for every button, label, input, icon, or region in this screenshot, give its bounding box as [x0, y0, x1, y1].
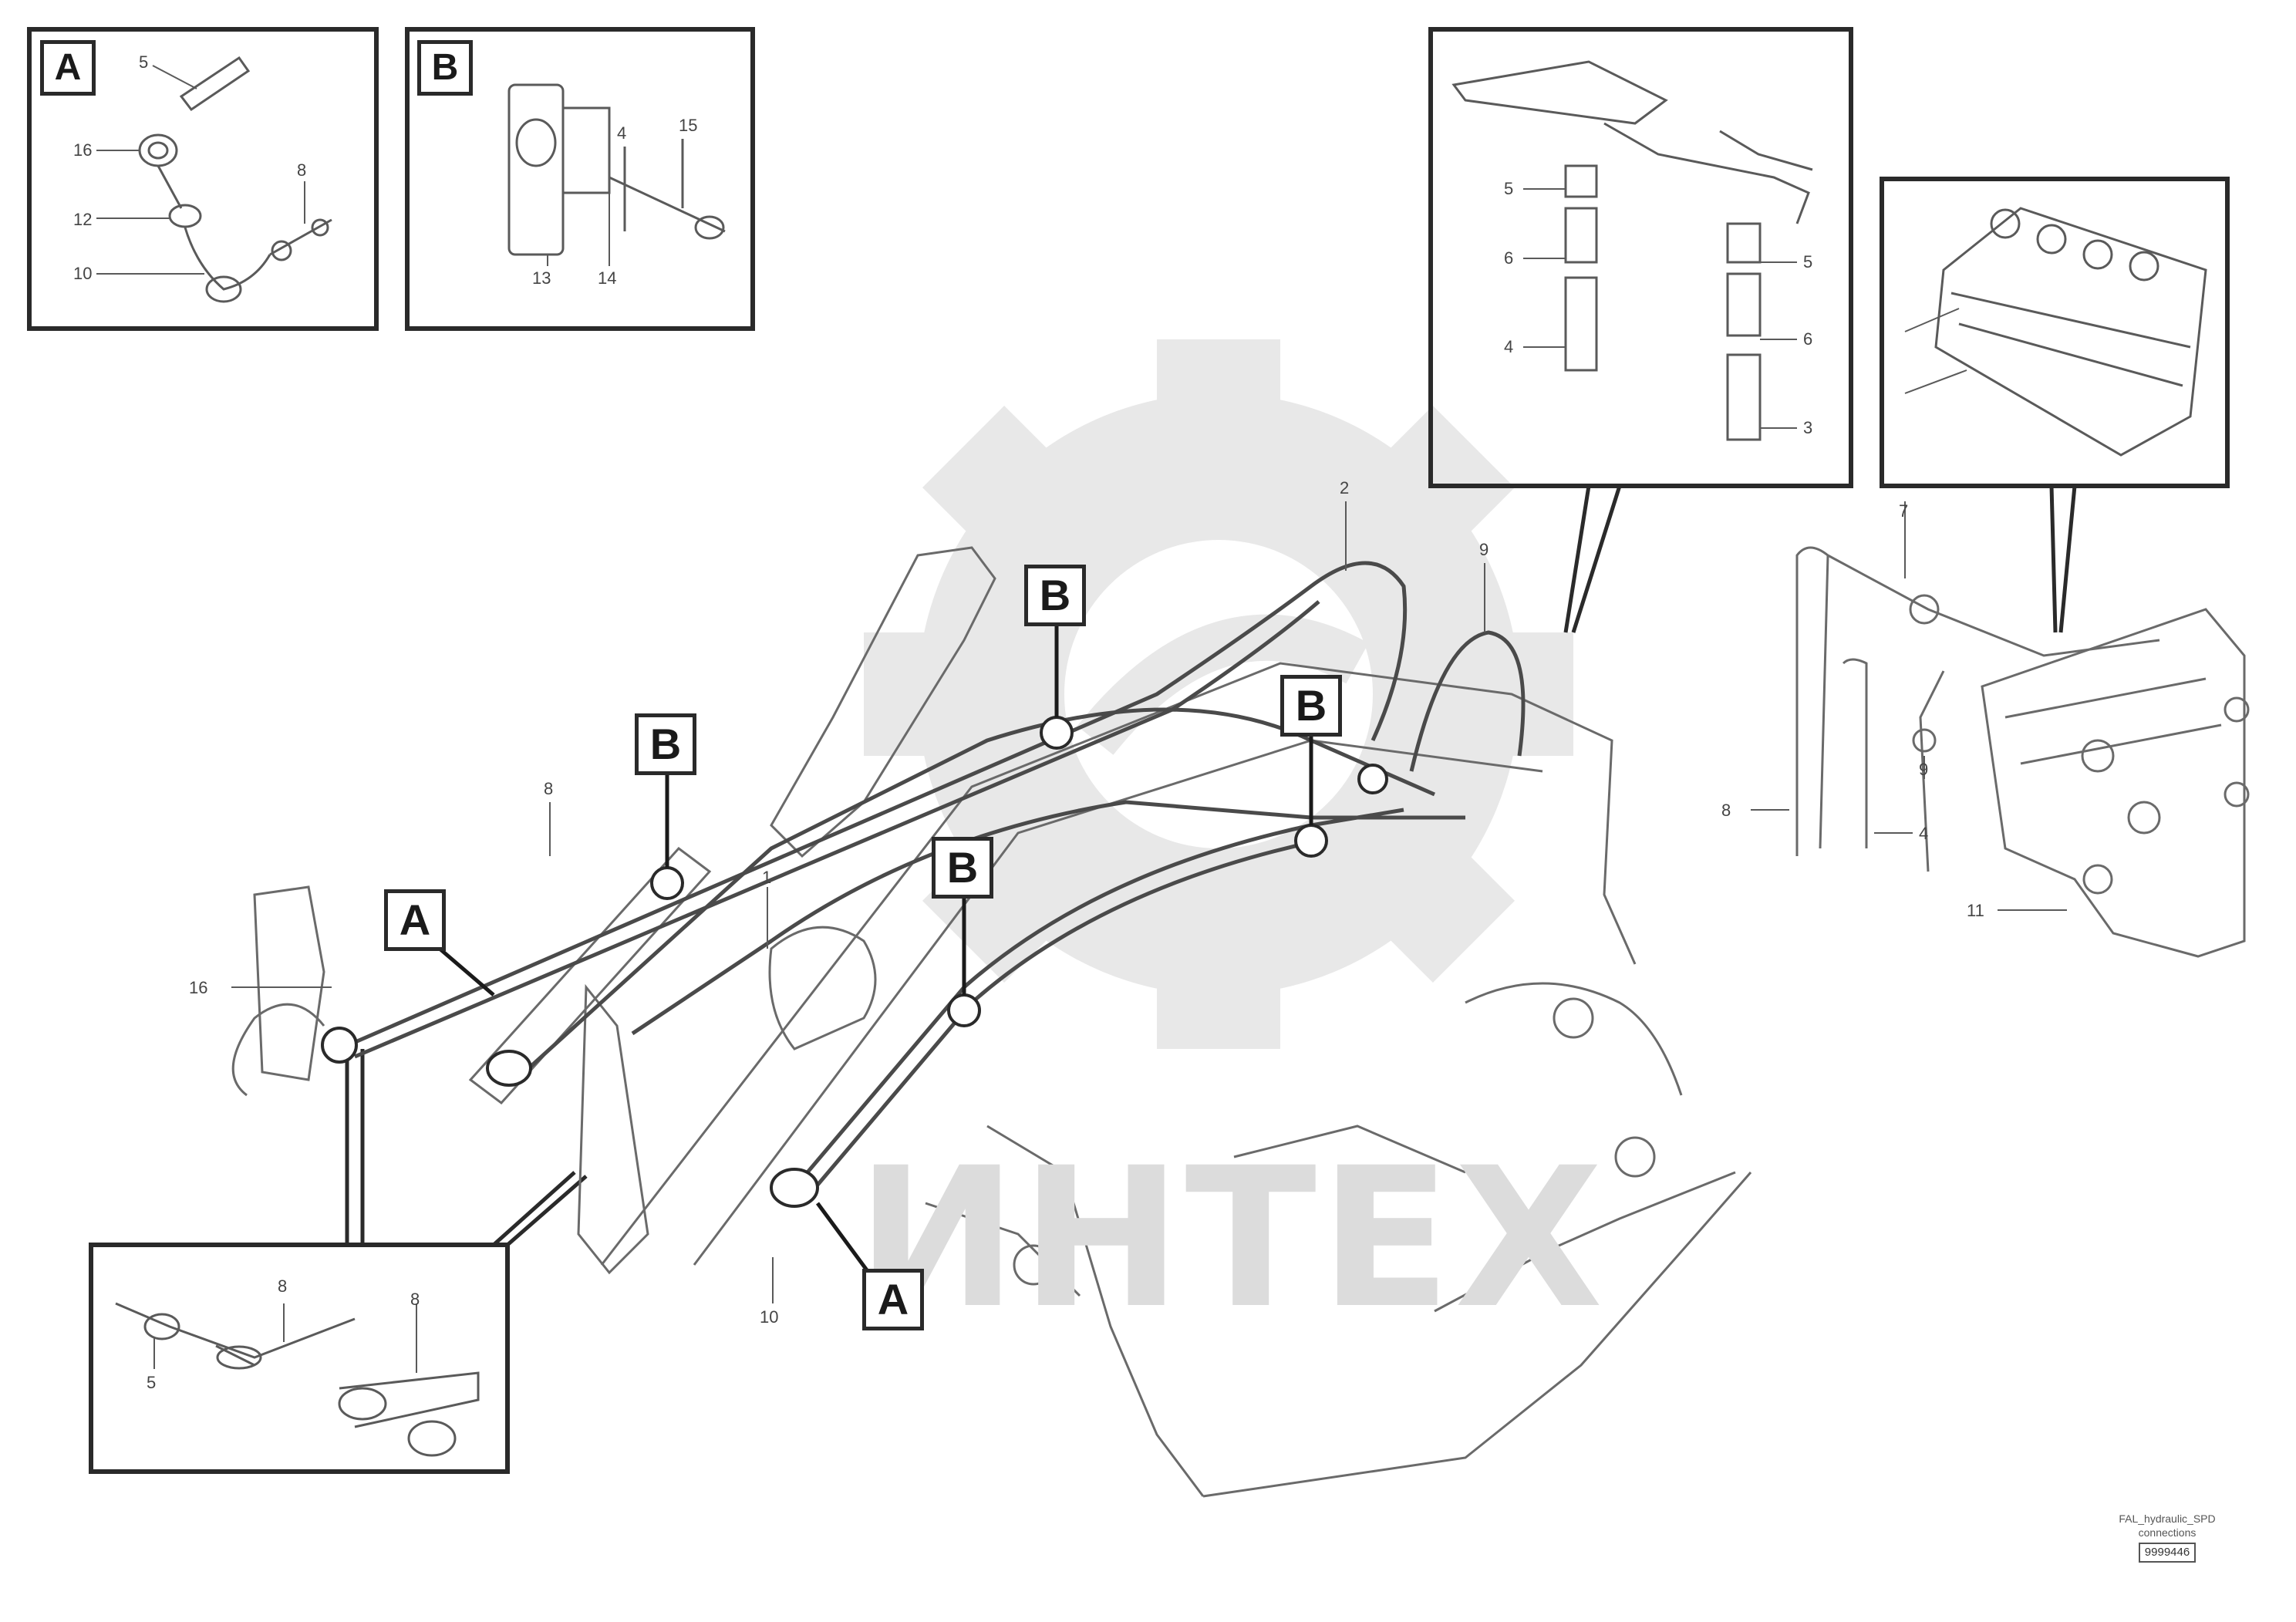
part-number: 8	[1721, 801, 1731, 820]
inset-a-leaders	[96, 65, 305, 275]
part-number: 6	[1504, 248, 1514, 268]
part-number: 6	[1803, 329, 1813, 349]
part-number: 3	[1803, 418, 1813, 437]
callout-pointers	[438, 623, 1313, 1278]
drawing-reference: FAL_hydraulic_SPD connections 9999446	[2109, 1512, 2225, 1563]
part-number: 4	[1504, 337, 1514, 356]
inset-frame-b	[405, 27, 755, 331]
boom-and-arm-drawing	[231, 546, 1752, 1498]
part-number: 9	[1919, 760, 1929, 779]
part-number: 5	[1504, 179, 1514, 198]
inset-a-drawing	[138, 56, 332, 303]
part-number: 8	[410, 1290, 420, 1309]
inset-b-tag[interactable]: B	[417, 40, 473, 96]
part-number: 4	[1919, 824, 1929, 843]
part-number: 8	[278, 1276, 288, 1296]
callout-b-right-hose[interactable]: B	[1280, 675, 1342, 737]
part-number: 14	[598, 268, 617, 288]
part-number: 16	[73, 140, 93, 160]
inset-frame-a	[27, 27, 379, 331]
watermark-gear-swoosh	[1077, 614, 1369, 755]
part-number: 10	[73, 264, 93, 283]
part-number: 4	[617, 123, 627, 143]
part-number: 8	[297, 160, 307, 180]
valve-detail-drawing	[1451, 60, 1813, 441]
callout-a-upper-cylinder[interactable]: A	[384, 889, 446, 951]
part-number: 15	[679, 116, 698, 135]
valve-detail-leaders	[1523, 188, 1797, 429]
pump-leaders	[1751, 501, 2067, 911]
part-number: 5	[1803, 252, 1813, 271]
part-number: 5	[147, 1373, 157, 1392]
reference-line-1: FAL_hydraulic_SPD	[2119, 1512, 2216, 1525]
main-leaders	[231, 501, 1485, 1303]
control-valve-leaders	[1904, 308, 1967, 394]
part-number: 7	[1899, 501, 1909, 521]
drawing-id: 9999446	[2138, 1543, 2197, 1563]
cylinder-connection-drawing	[115, 1302, 480, 1457]
inset-pointers	[345, 485, 2077, 1246]
part-number: 16	[189, 978, 208, 997]
inset-frame-control-valve	[1880, 177, 2230, 488]
part-number: 9	[1479, 540, 1489, 559]
callout-b-left-hose[interactable]: B	[635, 713, 696, 775]
inset-frame-cylinder-connection	[89, 1243, 510, 1474]
callout-b-lower-hose[interactable]: B	[932, 837, 993, 899]
callout-b-upper-hose[interactable]: B	[1024, 565, 1086, 626]
pump-connections-drawing	[1795, 546, 2250, 958]
inset-a-tag[interactable]: A	[40, 40, 96, 96]
control-valve-drawing	[1934, 207, 2207, 457]
watermark-text: ИНТЕХ	[856, 1126, 1607, 1351]
part-number: 8	[544, 779, 554, 798]
part-number: 12	[73, 210, 93, 229]
inset-frame-valve-detail	[1428, 27, 1853, 488]
part-number: 1	[762, 868, 772, 887]
part-number: 13	[532, 268, 551, 288]
part-number: 11	[1967, 901, 1984, 920]
inset-b-leaders	[547, 193, 610, 266]
callout-a-lower-cylinder[interactable]: A	[862, 1269, 924, 1330]
inset-b-drawing	[507, 83, 726, 256]
reference-line-2: connections	[2138, 1526, 2197, 1539]
part-number: 10	[760, 1307, 779, 1327]
part-number: 5	[139, 52, 149, 72]
cylinder-connection-leaders	[153, 1303, 417, 1373]
part-number: 2	[1340, 478, 1350, 497]
